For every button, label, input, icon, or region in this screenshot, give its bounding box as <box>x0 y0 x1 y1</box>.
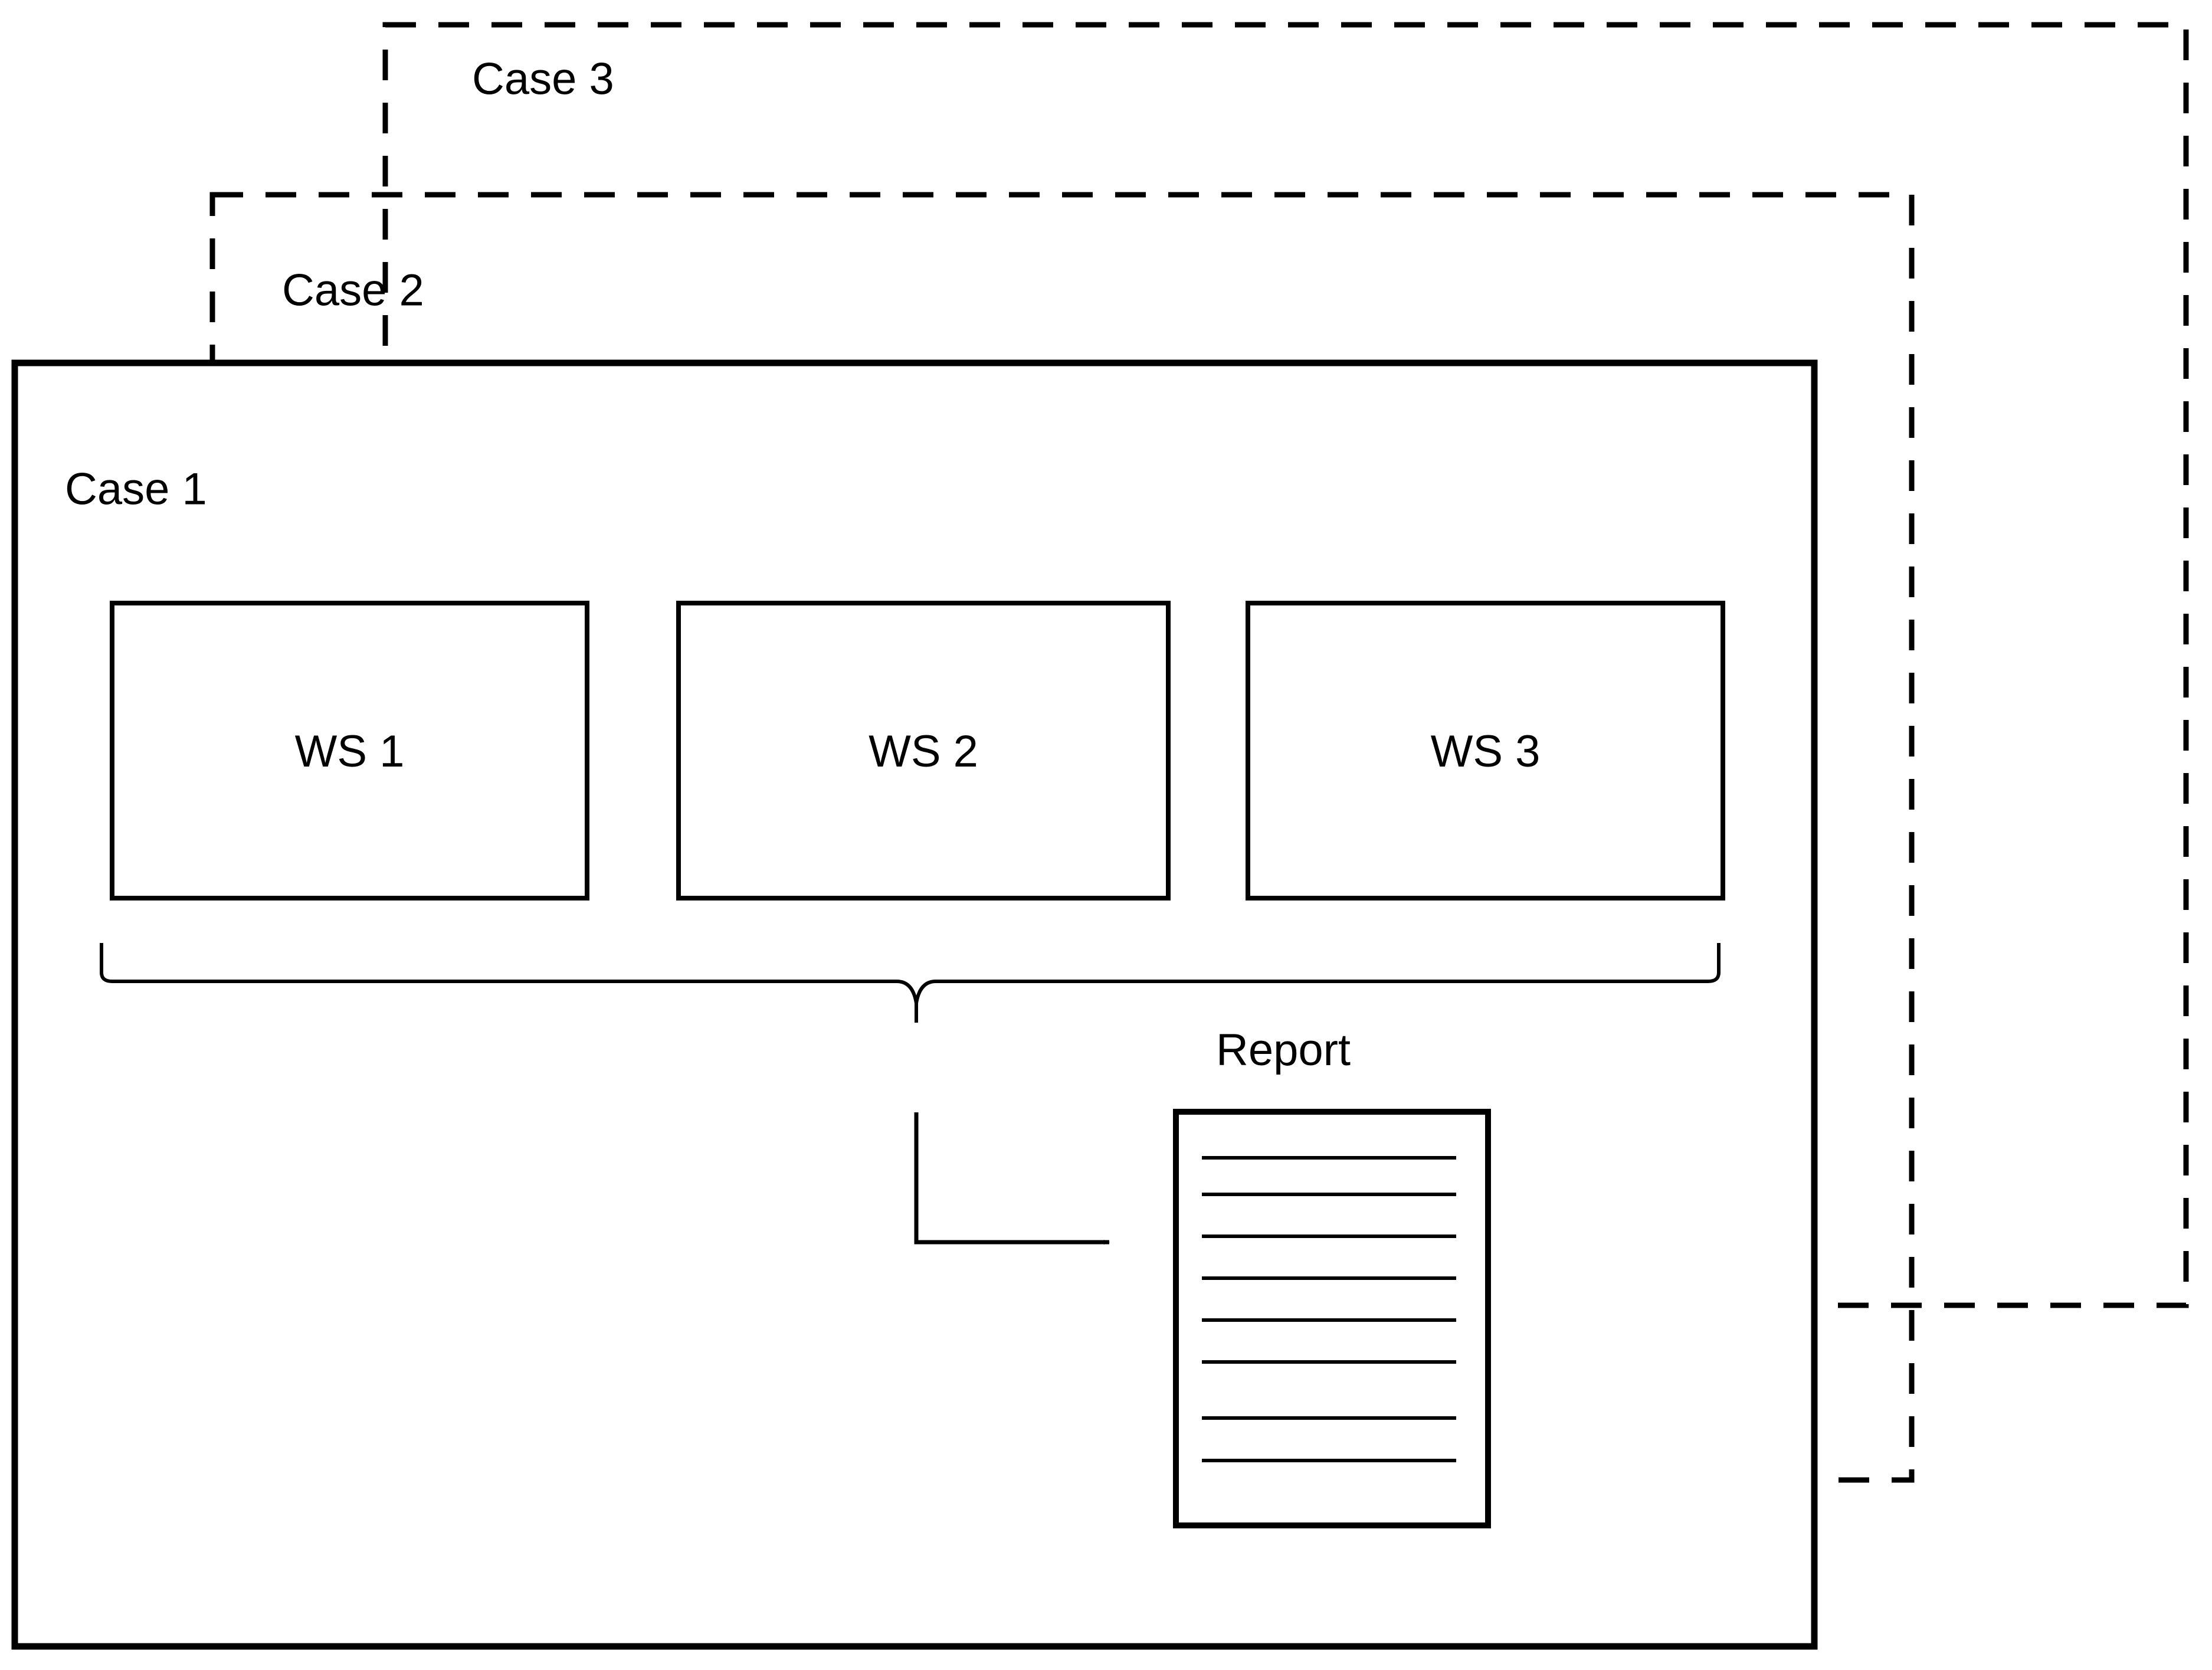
ws-1-rect[interactable] <box>110 601 589 901</box>
report-arrow <box>914 1112 1110 1245</box>
ws-2-rect[interactable] <box>676 601 1171 901</box>
case-2-label: Case 2 <box>282 265 424 315</box>
case-3-label: Case 3 <box>472 54 614 104</box>
ws-3-label: WS 3 <box>1431 726 1541 777</box>
worksheet-box-ws-3[interactable]: WS 3 <box>1246 601 1725 901</box>
ws-2-label: WS 2 <box>869 726 978 777</box>
report-label: Report <box>1216 1025 1351 1075</box>
case-3-group[interactable]: Case 3 <box>382 22 2189 1308</box>
worksheet-box-ws-1[interactable]: WS 1 <box>110 601 589 901</box>
case-1-label: Case 1 <box>65 464 207 514</box>
ws-3-rect[interactable] <box>1246 601 1725 901</box>
report-arrow-path <box>914 1112 1110 1245</box>
ws-1-label: WS 1 <box>295 726 405 777</box>
worksheet-box-ws-2[interactable]: WS 2 <box>676 601 1171 901</box>
report-document[interactable]: Report <box>1173 1025 1491 1528</box>
worksheet-row: WS 1 WS 2 WS 3 <box>110 601 1725 901</box>
report-text-lines <box>1202 1156 1456 1462</box>
worksheet-group-brace <box>100 943 1721 1023</box>
